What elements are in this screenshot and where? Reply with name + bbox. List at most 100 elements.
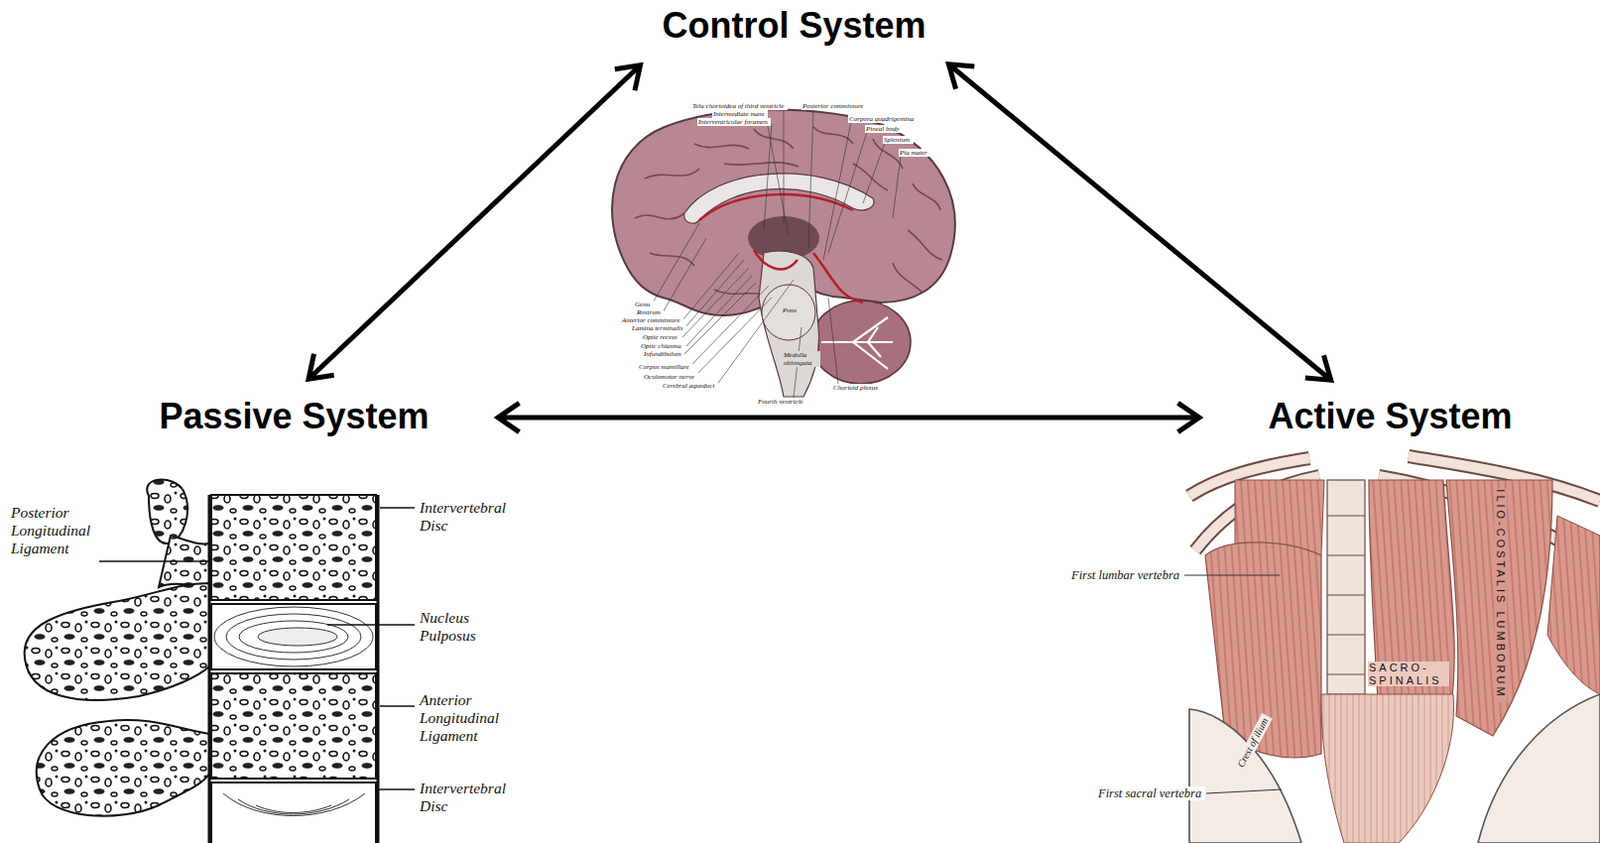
brain-leader-lines xyxy=(823,122,852,260)
part-label: Fourth ventricle xyxy=(756,397,807,406)
vertebral-body xyxy=(211,494,376,601)
brain-leader-lines xyxy=(783,109,785,224)
brain-leader-lines xyxy=(684,282,756,355)
brain-gyri xyxy=(753,128,794,149)
part-label: Chorioid plexus xyxy=(832,383,881,392)
part-label: Corpus mamillare xyxy=(637,363,693,371)
part-label: Optic recess xyxy=(641,333,681,342)
spine-leader-lines xyxy=(99,507,415,790)
part-label: Anterior commissure xyxy=(620,316,684,325)
brain-leader-lines xyxy=(689,285,769,368)
part-label: Pineal body xyxy=(864,124,903,133)
part-label: Tela chorioidea of third ventricle xyxy=(691,102,788,111)
spine-leader-lines xyxy=(379,705,415,707)
disc-upper xyxy=(239,620,349,653)
spine-leader-lines xyxy=(379,506,415,508)
part-label: Splenium xyxy=(882,135,914,144)
brainstem xyxy=(758,250,820,397)
arrow-line xyxy=(497,402,1200,432)
brain-leader-lines xyxy=(682,267,749,338)
muscle-name: ILIO-COSTALIS LUMBORUM xyxy=(1494,488,1508,703)
brain-gyri xyxy=(724,162,799,167)
part-label: Intervertebral Disc xyxy=(418,498,520,535)
part-label: Posterior commissure xyxy=(801,102,867,111)
muscle-leader-lines xyxy=(1184,575,1280,577)
brain-leader-lines xyxy=(763,123,772,231)
part-label: First lumbar vertebra xyxy=(1070,568,1184,583)
iliocostalis xyxy=(1446,480,1553,737)
vertebral-column xyxy=(1327,515,1365,517)
spine-leader-lines xyxy=(376,788,415,790)
muscle-leader-lines xyxy=(1206,789,1282,794)
arrow-line xyxy=(308,65,640,380)
part-label: Intermediate mass xyxy=(712,110,768,119)
disc-lower xyxy=(211,782,376,843)
part-label: Anterior Longitudinal Ligament xyxy=(418,691,510,744)
part-label: Lamina terminalis xyxy=(630,324,687,333)
system-title: Active System xyxy=(1264,394,1516,438)
arbor-vitae xyxy=(867,327,881,358)
left-ilium xyxy=(1189,709,1302,843)
part-label: Intervertebral Disc xyxy=(418,779,520,816)
upper-process xyxy=(24,583,210,701)
part-label: Nucleus Pulposus xyxy=(418,609,493,645)
brain-gyri xyxy=(853,163,888,191)
part-label: Rostrum xyxy=(635,308,664,317)
arrow-line xyxy=(948,64,1331,381)
vertebral-column xyxy=(1327,674,1365,676)
disc-upper xyxy=(211,604,376,670)
part-label: Optic chiasma xyxy=(639,342,685,351)
part-label: Genu xyxy=(633,300,654,309)
double-arrow xyxy=(497,402,1200,432)
red-borders xyxy=(753,249,798,269)
arbor-vitae xyxy=(821,317,893,370)
vertebral-column xyxy=(1327,634,1365,636)
disc-upper xyxy=(257,627,338,646)
brain-leader-lines xyxy=(716,279,794,386)
brain-gyri xyxy=(694,143,749,149)
disc-upper xyxy=(214,607,373,667)
brain-gyri xyxy=(907,230,943,260)
brain-leader-lines xyxy=(651,109,901,398)
system-title: Passive System xyxy=(155,394,433,438)
vertebral-column xyxy=(1327,480,1365,695)
brain-leader-lines xyxy=(765,116,789,237)
brain-gyri xyxy=(634,213,685,220)
right-ilium xyxy=(1477,694,1600,843)
part-label: Corpora quadrigemina xyxy=(848,115,918,124)
sacral-tendon xyxy=(1321,694,1455,843)
system-heading: Control System xyxy=(654,1,934,52)
cerebellum xyxy=(811,300,911,384)
part-label: Posterior Longitudinal Ligament xyxy=(9,503,102,557)
posterior-ligament xyxy=(208,494,212,843)
system-heading: Passive System xyxy=(151,392,437,443)
muscle-leader-lines xyxy=(1184,575,1282,794)
red-borders xyxy=(699,194,854,221)
vertebral-column xyxy=(1327,480,1365,695)
disc-upper xyxy=(211,604,376,670)
part-label: Cerebral aqueduct xyxy=(661,381,719,390)
part-label: Infundibulum xyxy=(642,350,685,359)
lower-process xyxy=(36,720,210,817)
part-label: Oculomotor nerve xyxy=(642,372,699,381)
brain-leader-lines xyxy=(862,142,885,204)
brain-gyri xyxy=(892,262,923,293)
brain-leader-lines xyxy=(651,223,700,305)
part-label: Pons xyxy=(781,306,800,315)
red-borders xyxy=(699,194,863,303)
part-label: First sacral vertebra xyxy=(1097,786,1206,801)
disc-lower xyxy=(255,805,332,814)
brain-leader-lines xyxy=(828,297,839,384)
double-arrow xyxy=(948,64,1331,381)
vertebral-column xyxy=(1327,595,1365,597)
part-label: Pia mater xyxy=(898,148,931,157)
system-title: Control System xyxy=(658,3,930,47)
brain-leader-lines xyxy=(662,238,707,313)
anterior-ligament xyxy=(376,494,380,843)
vertebral-column xyxy=(1327,555,1365,557)
spine-leader-lines xyxy=(99,560,213,562)
muscle-name: SACRO-SPINALIS xyxy=(1367,661,1450,687)
lateral-muscle xyxy=(1547,515,1600,695)
brain-leader-lines xyxy=(808,110,814,248)
disc-lower xyxy=(211,782,376,843)
